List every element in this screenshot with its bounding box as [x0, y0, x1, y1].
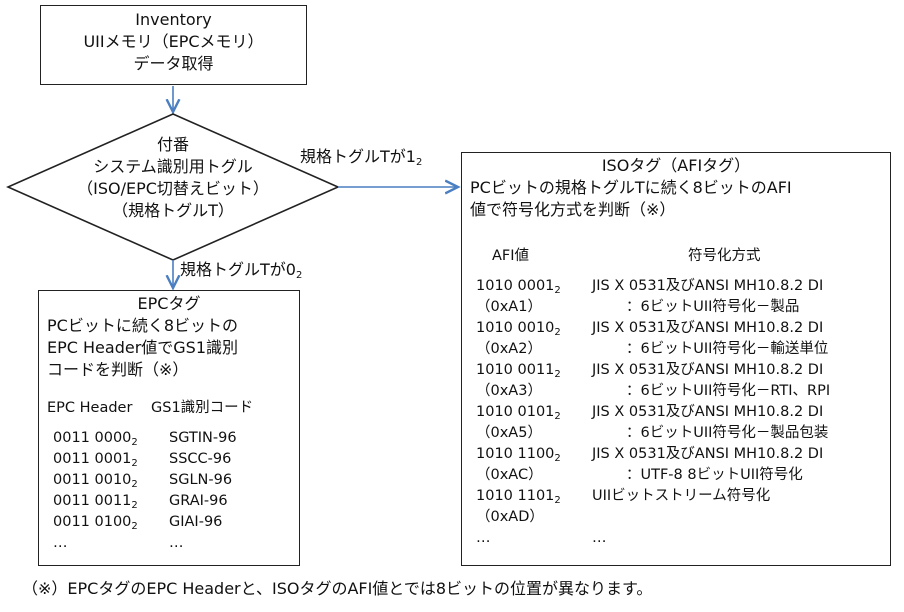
epc-row-code: … [169, 535, 184, 551]
decision-line-3: （ISO/EPC切替えビット） [77, 179, 269, 198]
iso-row-afi-value: 1010 1100 [476, 446, 555, 462]
inventory-line-3: データ取得 [133, 54, 214, 73]
iso-row-method-detail: ：6ビットUII符号化－輸送単位 [626, 341, 829, 357]
epc-title: EPCタグ [137, 294, 201, 313]
epc-row-header: 0011 01002 [53, 513, 138, 536]
epc-row-code: SSCC-96 [169, 451, 232, 467]
label-down-branch-sub: 2 [295, 270, 303, 281]
iso-row-hex: （0xA1） [476, 299, 542, 315]
epc-row-header: 0011 00102 [53, 471, 138, 494]
epc-row-code: SGTIN-96 [169, 430, 237, 446]
decision-line-2: システム識別用トグル [93, 157, 253, 176]
iso-row-afi-sub: 2 [554, 327, 561, 338]
label-right-branch-sub: 2 [415, 157, 423, 168]
iso-row-afi-sub: 2 [554, 369, 561, 380]
epc-row-header-sub: 2 [131, 500, 138, 511]
label-right-branch-text: 規格トグルTが1 [300, 147, 416, 166]
iso-row-afi: 1010 00102 [476, 319, 561, 342]
epc-row-header: 0011 00012 [53, 450, 138, 473]
epc-row-code: SGLN-96 [169, 472, 233, 488]
label-down-branch-text: 規格トグルTが0 [180, 260, 296, 279]
inventory-line-1: Inventory [135, 10, 212, 29]
iso-desc-1: PCビットの規格トグルTに続く8ビットのAFI [470, 178, 792, 197]
iso-row-method: JIS X 0531及びANSI MH10.8.2 DI [592, 320, 824, 336]
iso-row-method: JIS X 0531及びANSI MH10.8.2 DI [592, 404, 824, 420]
iso-row-method-detail: ：6ビットUII符号化－製品 [626, 299, 800, 315]
epc-row-header-value: 0011 0010 [53, 472, 132, 488]
label-down-branch: 規格トグルTが02 [180, 259, 302, 287]
decision-line-1: 付番 [156, 135, 189, 154]
iso-row-method: JIS X 0531及びANSI MH10.8.2 DI [592, 278, 824, 294]
epc-row-code: GRAI-96 [169, 493, 228, 509]
epc-row-header: … [53, 534, 68, 553]
epc-row-header: 0011 00002 [53, 429, 138, 452]
iso-row-hex: （0xAD） [476, 509, 544, 525]
decision-line-4: （規格トグルT） [112, 201, 234, 220]
epc-col-header-2: GS1識別コード [151, 400, 254, 416]
epc-desc-2: EPC Header値でGS1識別 [47, 338, 239, 357]
iso-row-method: JIS X 0531及びANSI MH10.8.2 DI [592, 446, 824, 462]
iso-row-method: UIIビットストリーム符号化 [592, 488, 771, 504]
epc-tag-box: EPCタグ PCビットに続く8ビットの EPC Header値でGS1識別 コー… [38, 290, 300, 566]
iso-row-method-detail: ：6ビットUII符号化－製品包装 [626, 425, 829, 441]
iso-row-afi-sub: 2 [554, 411, 561, 422]
iso-row-afi: 1010 11012 [476, 487, 561, 510]
epc-desc-3: コードを判断（※） [47, 360, 189, 379]
iso-col-header-1: AFI値 [492, 248, 530, 264]
iso-row-afi-value: 1010 0101 [476, 404, 555, 420]
iso-row-afi-value: 1010 0011 [476, 362, 555, 378]
iso-row-hex: （0xAC） [476, 467, 543, 483]
epc-row-header-sub: 2 [131, 437, 138, 448]
epc-description: PCビットに続く8ビットの EPC Header値でGS1識別 コードを判断（※… [47, 315, 238, 381]
epc-row-header-value: 0011 0011 [53, 493, 132, 509]
iso-tag-box: ISOタグ（AFIタグ） PCビットの規格トグルTに続く8ビットのAFI 値で符… [461, 152, 891, 566]
epc-row-header-sub: 2 [131, 458, 138, 469]
iso-row-method: JIS X 0531及びANSI MH10.8.2 DI [592, 362, 824, 378]
epc-row-header-value: 0011 0100 [53, 514, 132, 530]
decision-text: 付番 システム識別用トグル （ISO/EPC切替えビット） （規格トグルT） [48, 134, 298, 222]
epc-row-header-value: 0011 0000 [53, 430, 132, 446]
epc-row-header-value: … [53, 535, 68, 551]
iso-title: ISOタグ（AFIタグ） [601, 156, 751, 175]
iso-row-hex: （0xA2） [476, 341, 542, 357]
iso-description: PCビットの規格トグルTに続く8ビットのAFI 値で符号化方式を判断（※） [470, 177, 792, 221]
iso-row-afi-value: … [476, 530, 491, 546]
iso-row-afi-value: 1010 1101 [476, 488, 555, 504]
iso-row-afi: 1010 01012 [476, 403, 561, 426]
iso-row-afi: … [476, 529, 491, 548]
iso-row-method-detail: ：6ビットUII符号化－RTI、RPI [626, 383, 831, 399]
epc-col-header-1: EPC Header [47, 400, 133, 416]
iso-row-afi: 1010 00012 [476, 277, 561, 300]
iso-row-hex: （0xA5） [476, 425, 542, 441]
inventory-box: Inventory UIIメモリ（EPCメモリ） データ取得 [40, 5, 307, 85]
epc-row-header-sub: 2 [131, 479, 138, 490]
label-right-branch: 規格トグルTが12 [300, 146, 422, 174]
iso-row-afi: 1010 11002 [476, 445, 561, 468]
iso-col-header-2: 符号化方式 [688, 248, 761, 264]
epc-row-code: GIAI-96 [169, 514, 223, 530]
epc-desc-1: PCビットに続く8ビットの [47, 316, 239, 335]
epc-row-header-sub: 2 [131, 521, 138, 532]
inventory-line-2: UIIメモリ（EPCメモリ） [83, 32, 264, 51]
iso-row-hex: （0xA3） [476, 383, 542, 399]
iso-desc-2: 値で符号化方式を判断（※） [470, 200, 676, 219]
iso-row-afi-sub: 2 [554, 285, 561, 296]
epc-row-header: 0011 00112 [53, 492, 138, 515]
iso-row-afi-value: 1010 0010 [476, 320, 555, 336]
epc-row-header-value: 0011 0001 [53, 451, 132, 467]
footnote: （※）EPCタグのEPC Headerと、ISOタグのAFI値とでは8ビットの位… [22, 579, 653, 598]
iso-row-method: … [592, 530, 607, 546]
iso-row-afi-sub: 2 [554, 453, 561, 464]
iso-row-method-detail: ：UTF-8 8ビットUII符号化 [626, 467, 803, 483]
iso-row-afi-value: 1010 0001 [476, 278, 555, 294]
iso-row-afi-sub: 2 [554, 495, 561, 506]
iso-row-afi: 1010 00112 [476, 361, 561, 384]
